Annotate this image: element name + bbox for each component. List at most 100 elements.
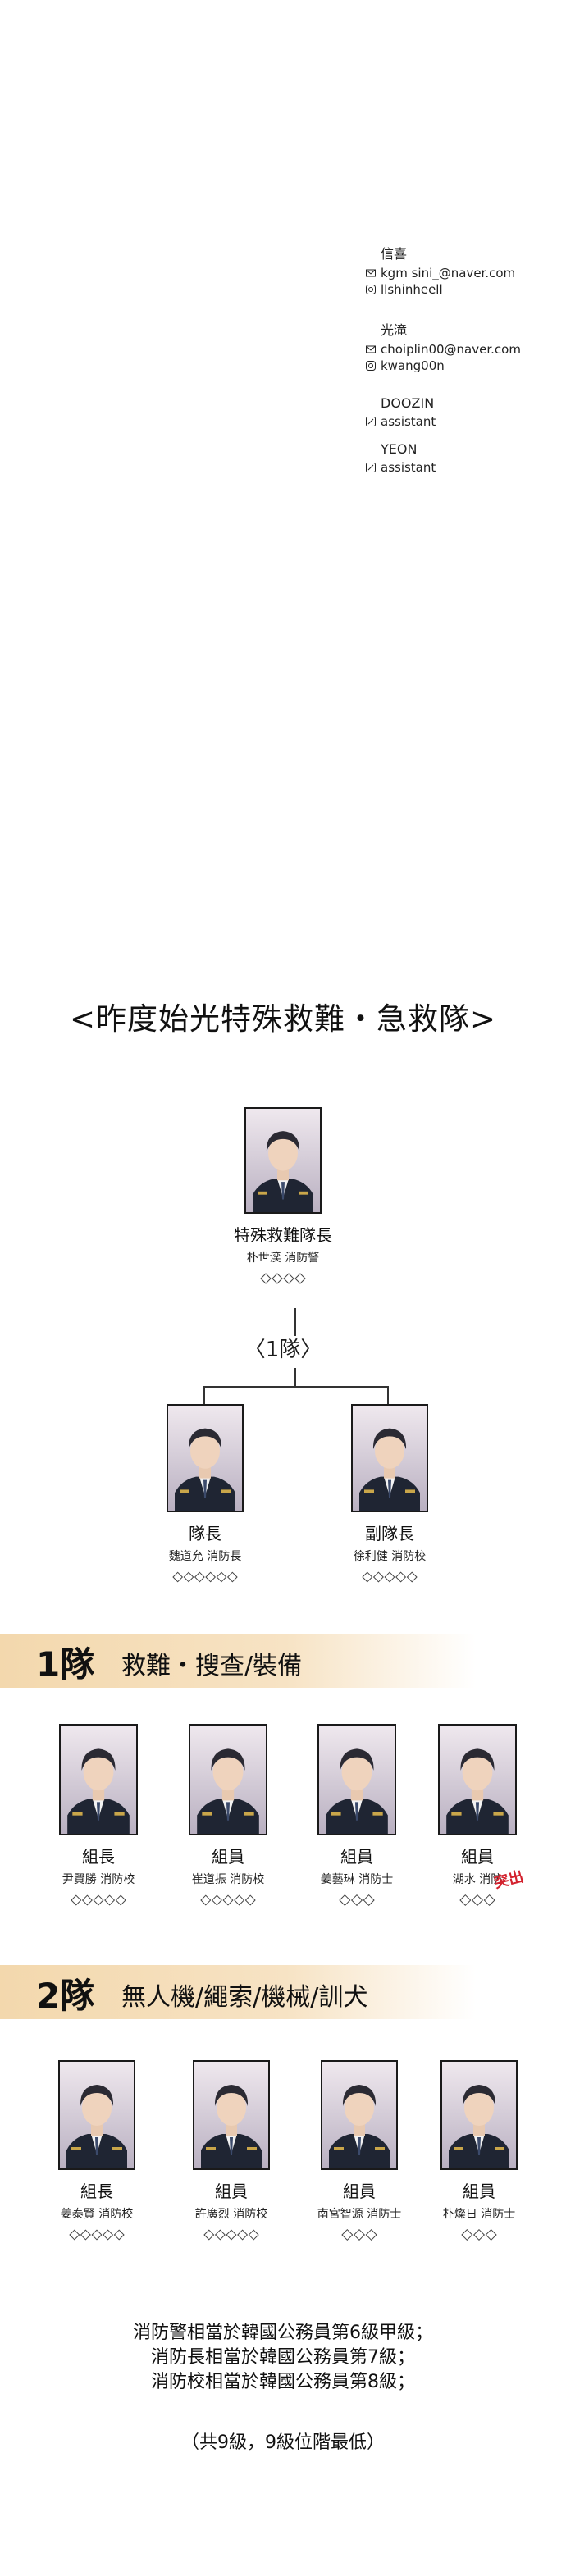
insignia-diamond — [113, 2229, 125, 2241]
credit-handle[interactable]: llshinheell — [381, 282, 443, 297]
credit-role: assistant — [381, 414, 436, 429]
lead-card: 隊長 魏道允 消防長 — [139, 1404, 271, 1585]
role-label: 組員 — [212, 1847, 244, 1867]
rank-insignia-icon — [260, 1273, 306, 1284]
insignia-diamond — [341, 2228, 354, 2241]
person-figure-icon — [329, 2085, 390, 2168]
rank-insignia-icon — [461, 2228, 497, 2241]
role-label: 組員 — [343, 2182, 376, 2201]
insignia-diamond — [234, 1894, 245, 1906]
credit-email[interactable]: kgm sini_@naver.com — [381, 266, 516, 280]
lead-card: 副隊長 徐利健 消防校 — [324, 1404, 455, 1585]
insignia-diamond — [362, 1571, 373, 1583]
credit-line: kgm sini_@naver.com — [366, 265, 563, 281]
person-figure-icon — [253, 1131, 313, 1212]
insignia-diamond — [183, 1571, 194, 1583]
team1-banner: 1隊 救難・搜查/裝備 — [0, 1627, 566, 1694]
banner-band — [0, 1965, 476, 2019]
insignia-diamond — [248, 2229, 259, 2241]
insignia-diamond — [203, 2229, 215, 2241]
credit-line: kwang00n — [366, 358, 563, 374]
insignia-diamond — [226, 2229, 237, 2241]
role-label: 組長 — [82, 1847, 115, 1867]
rank-insignia-icon — [200, 1894, 256, 1906]
credit-name: DOOZIN — [381, 395, 435, 411]
name-rank-label: 朴世湙 消防警 — [246, 1252, 320, 1265]
portrait — [351, 1404, 428, 1512]
insignia-diamond — [395, 1571, 407, 1583]
rank-insignia-icon — [203, 2229, 259, 2241]
person-figure-icon — [446, 1748, 509, 1834]
portrait — [167, 1404, 244, 1512]
credit-shinhee: 信喜 kgm sini_@naver.com llshinheell — [366, 243, 563, 298]
person-figure-icon — [197, 1748, 259, 1834]
credit-name: YEON — [381, 441, 418, 457]
role-label: 特殊救難隊長 — [234, 1225, 332, 1245]
note-line: 消防長相當於韓國公務員第7級； — [151, 2347, 415, 2368]
insignia-diamond — [283, 1273, 294, 1284]
person-figure-icon — [449, 2085, 509, 2168]
insignia-diamond — [81, 1894, 93, 1906]
role-label: 組員 — [215, 2182, 248, 2201]
member-card: 組員 湖水 消防 突出 — [428, 1724, 527, 1908]
rank-insignia-icon — [339, 1894, 375, 1907]
role-label: 組長 — [80, 2182, 113, 2201]
rank-note: 消防警相當於韓國公務員第6級甲級； 消防長相當於韓國公務員第7級； 消防校相當於… — [0, 2321, 566, 2395]
connector-line — [203, 1386, 205, 1404]
banner-band — [0, 1634, 476, 1688]
rank-insignia-icon — [71, 1894, 126, 1906]
credit-role: assistant — [381, 460, 436, 475]
insignia-diamond — [260, 1273, 272, 1284]
banner-text: 無人機/繩索/機械/訓犬 — [121, 1983, 368, 2012]
person-figure-icon — [66, 2085, 127, 2168]
name-rank-label: 姜泰賢 消防校 — [60, 2208, 134, 2221]
person-figure-icon — [67, 1748, 130, 1834]
name-rank-label: 魏道允 消防長 — [168, 1550, 242, 1563]
note-line: 消防警相當於韓國公務員第6級甲級； — [133, 2323, 433, 2343]
insignia-diamond — [69, 2229, 80, 2241]
chief-card: 特殊救難隊長 朴世湙 消防警 — [217, 1107, 349, 1287]
team-label: 〈1隊〉 — [244, 1338, 322, 1362]
insignia-diamond — [237, 2229, 249, 2241]
insignia-diamond — [216, 1571, 227, 1583]
insignia-diamond — [115, 1894, 126, 1906]
name-rank-label: 徐利健 消防校 — [353, 1550, 427, 1563]
insignia-diamond — [194, 1571, 205, 1583]
banner-number: 2隊 — [36, 1976, 95, 2016]
credit-name: 光滝 — [381, 322, 408, 338]
pen-icon — [366, 417, 376, 426]
credit-email[interactable]: choiplin00@naver.com — [381, 342, 521, 357]
insignia-diamond — [226, 1571, 238, 1583]
connector-line — [203, 1386, 387, 1388]
credit-line: assistant — [366, 459, 563, 476]
role-label: 副隊長 — [365, 1524, 414, 1543]
portrait — [59, 1724, 138, 1835]
insignia-diamond — [93, 1894, 104, 1906]
credit-handle[interactable]: kwang00n — [381, 358, 445, 373]
connector-line — [387, 1386, 389, 1404]
mail-icon — [366, 269, 376, 277]
member-card: 組長 尹賢勝 消防校 — [49, 1724, 148, 1908]
insignia-diamond — [363, 1894, 375, 1907]
insignia-diamond — [483, 1894, 495, 1907]
connector-line — [294, 1368, 296, 1386]
insignia-diamond — [272, 1273, 283, 1284]
rank-insignia-icon — [459, 1894, 495, 1907]
credit-doozin: DOOZIN assistant — [366, 395, 563, 430]
insignia-diamond — [472, 2228, 486, 2241]
name-rank-label: 許廣烈 消防校 — [194, 2208, 268, 2221]
insignia-diamond — [365, 2228, 377, 2241]
insignia-diamond — [222, 1894, 234, 1906]
rank-footer: （共9級，9級位階最低） — [181, 2432, 385, 2453]
portrait — [438, 1724, 517, 1835]
insignia-diamond — [80, 2229, 91, 2241]
rank-insignia-icon — [172, 1571, 238, 1583]
role-label: 組員 — [461, 1847, 494, 1867]
insignia-diamond — [350, 1894, 363, 1907]
insignia-diamond — [372, 1571, 384, 1583]
mail-icon — [366, 345, 376, 353]
insignia-diamond — [485, 2228, 497, 2241]
member-card: 組員 許廣烈 消防校 — [182, 2060, 281, 2243]
portrait — [440, 2060, 518, 2170]
credit-line: assistant — [366, 413, 563, 430]
